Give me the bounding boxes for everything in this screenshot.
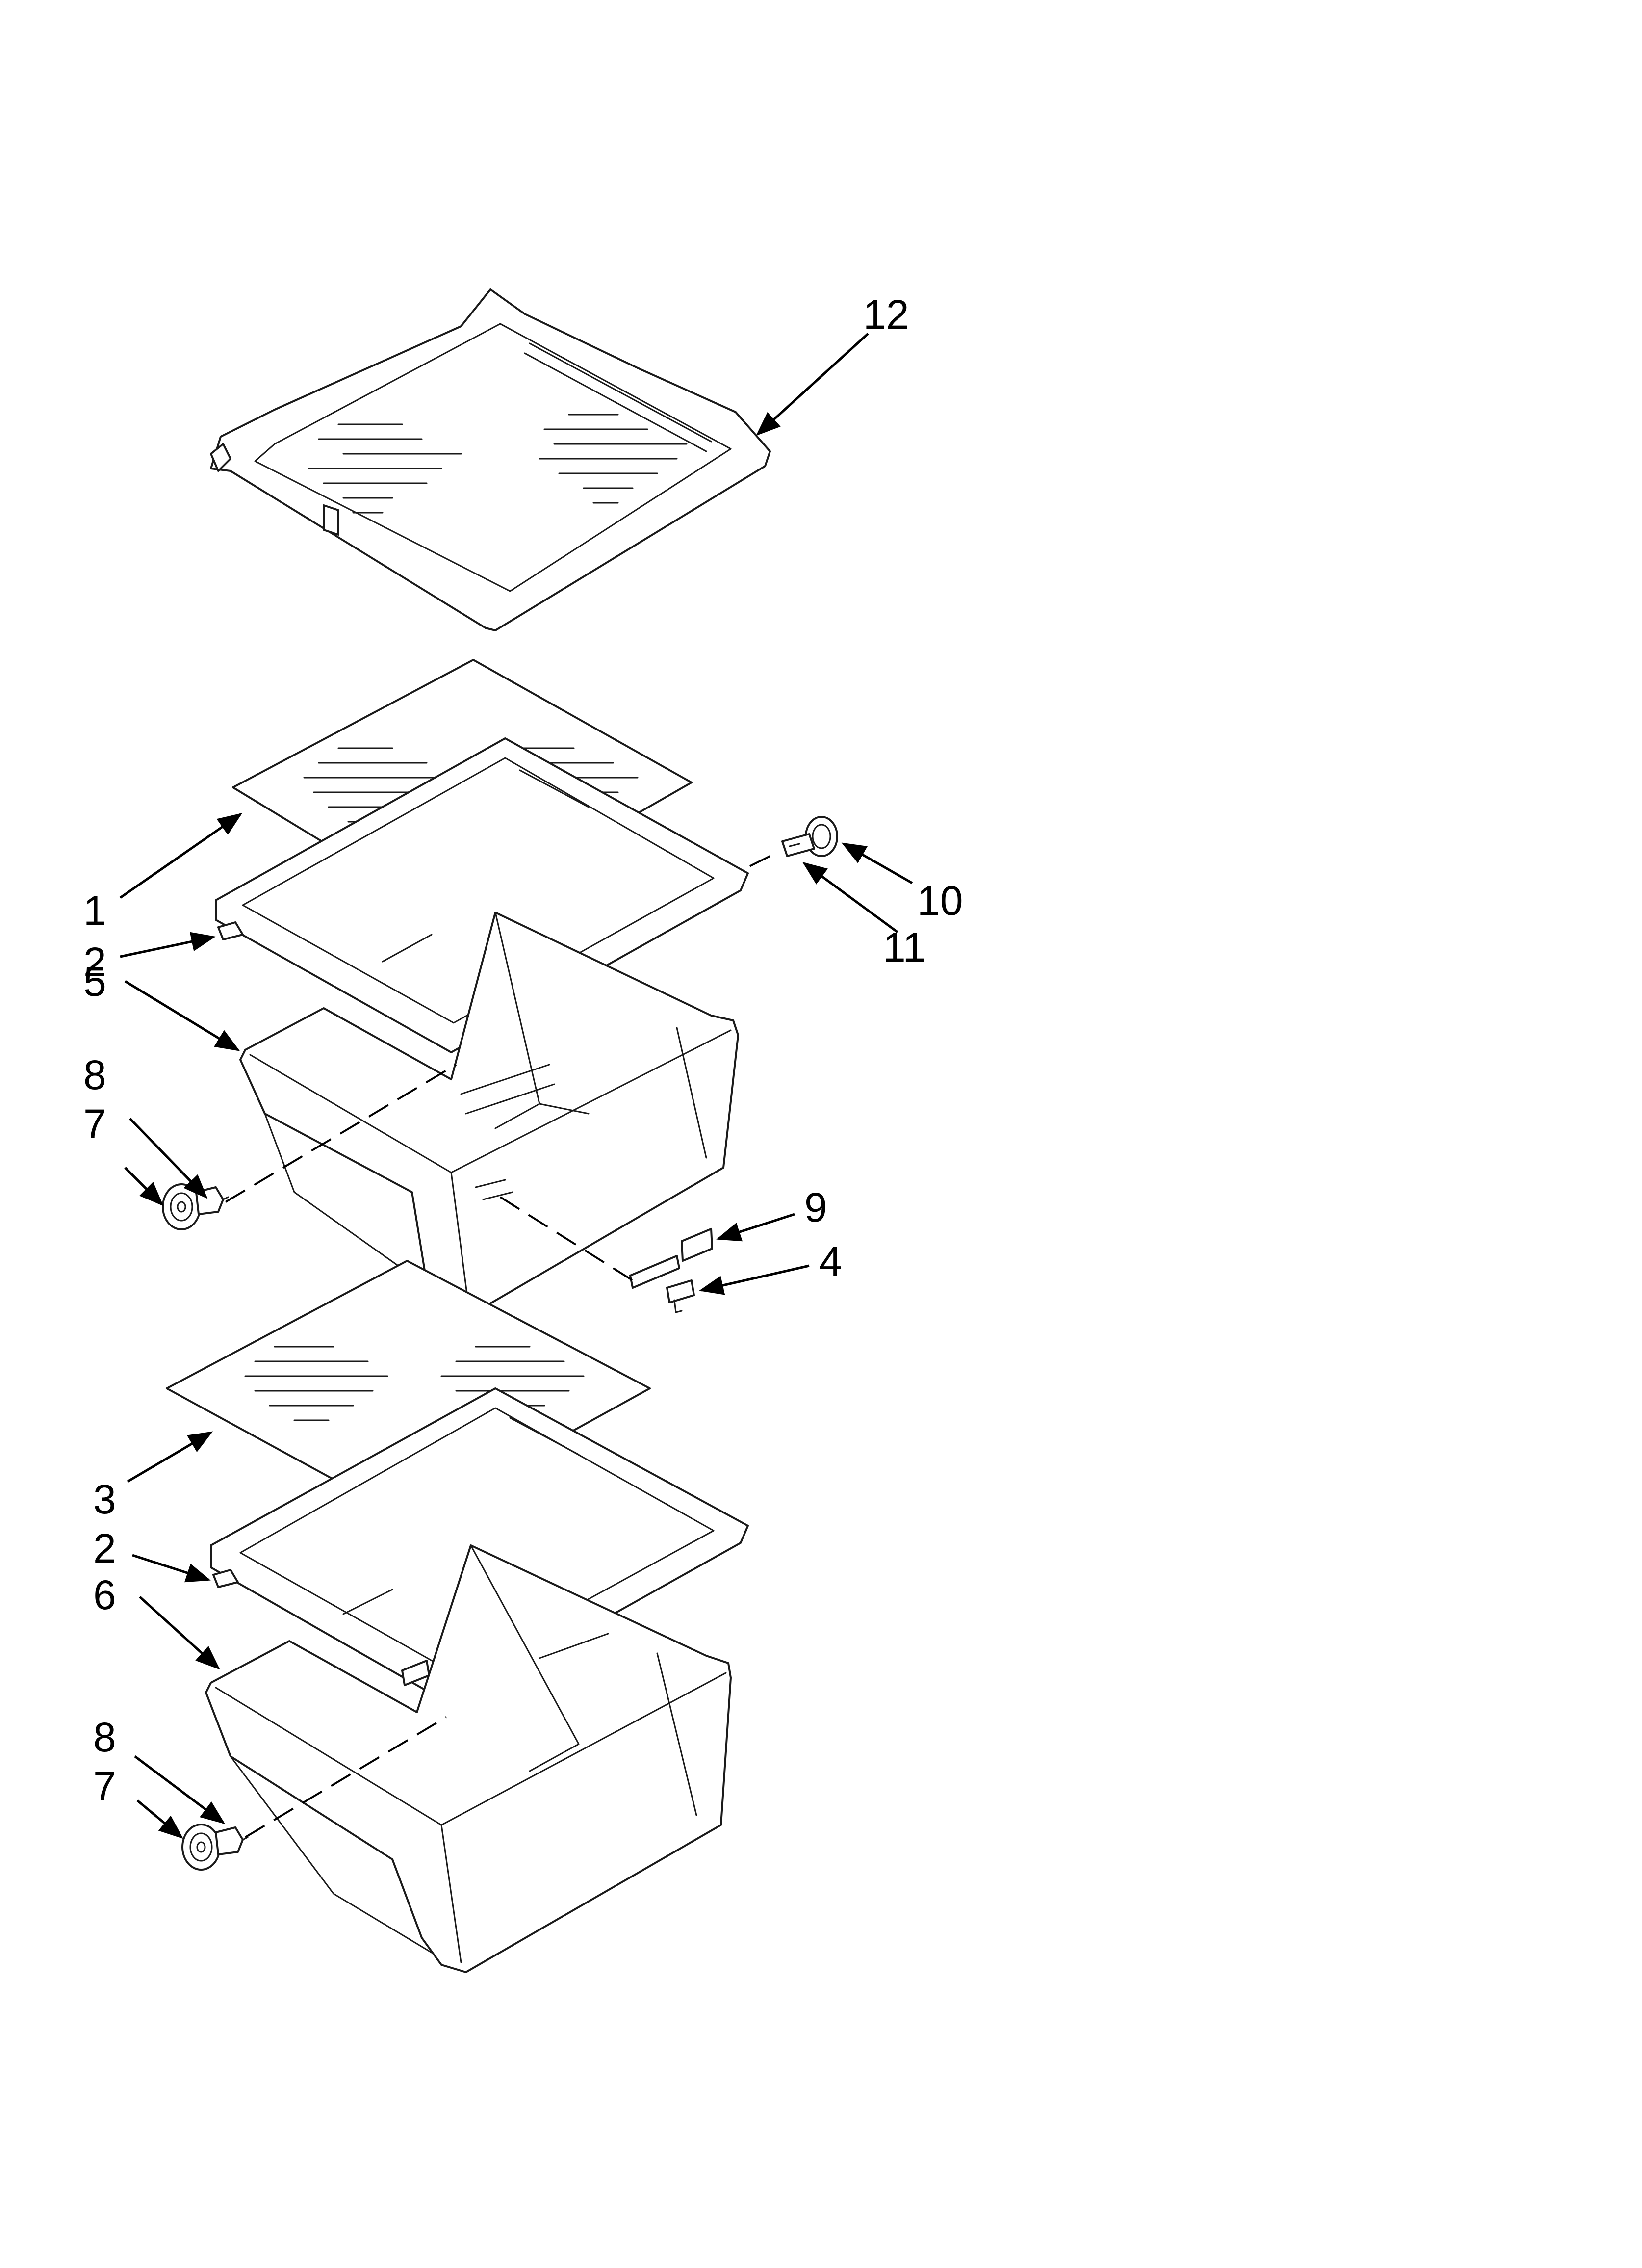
crisper-frame-2-upper bbox=[215, 737, 749, 1053]
leader-11 bbox=[802, 862, 898, 934]
callout-11: 11 bbox=[883, 924, 925, 970]
leader-7-upper bbox=[124, 1167, 164, 1206]
leader-8-lower bbox=[134, 1755, 225, 1824]
leader-9 bbox=[716, 1213, 795, 1242]
leader-arrows bbox=[119, 333, 913, 1839]
callout-12: 12 bbox=[863, 291, 909, 338]
glass-cover-3 bbox=[166, 1260, 651, 1522]
leader-10 bbox=[841, 842, 913, 885]
leader-2-upper bbox=[120, 932, 216, 958]
callout-2-lower: 2 bbox=[93, 1525, 116, 1571]
leader-4 bbox=[699, 1264, 810, 1295]
callout-3: 3 bbox=[93, 1476, 116, 1522]
crisper-drawer-5 bbox=[239, 912, 739, 1316]
roller-axle-8-lower bbox=[215, 1826, 249, 1855]
callout-2-upper: 2 bbox=[83, 939, 106, 985]
control-slide-9 bbox=[629, 1228, 713, 1289]
shelf-12 bbox=[210, 288, 771, 631]
leader-1 bbox=[119, 813, 243, 899]
shelf-12-glass-texture bbox=[308, 414, 688, 514]
callout-4: 4 bbox=[819, 1238, 842, 1284]
crisper-frame-2-lower bbox=[210, 1387, 749, 1706]
callout-6: 6 bbox=[93, 1572, 116, 1618]
callout-8-upper: 8 bbox=[83, 1052, 106, 1098]
humidity-control-4 bbox=[666, 1279, 695, 1313]
alignment-lines bbox=[225, 855, 770, 1838]
leader-8-upper bbox=[129, 1118, 208, 1199]
callout-8-lower: 8 bbox=[93, 1714, 116, 1760]
leader-12 bbox=[756, 333, 869, 436]
roller-wheel-7-lower bbox=[181, 1824, 221, 1871]
callout-7-lower: 7 bbox=[93, 1763, 116, 1809]
roller-wheel-7-upper bbox=[162, 1183, 201, 1230]
callout-5: 5 bbox=[83, 959, 106, 1005]
crisper-drawer-6 bbox=[205, 1544, 732, 1973]
leader-3 bbox=[127, 1431, 213, 1483]
clip-11 bbox=[781, 833, 815, 857]
callout-9: 9 bbox=[804, 1184, 827, 1230]
leader-6 bbox=[139, 1596, 220, 1670]
callout-7-upper: 7 bbox=[83, 1101, 106, 1147]
callout-1: 1 bbox=[83, 887, 106, 934]
callout-10: 10 bbox=[917, 878, 963, 924]
leader-5 bbox=[124, 980, 240, 1051]
leader-2-lower bbox=[132, 1554, 211, 1583]
leader-7-lower bbox=[136, 1799, 183, 1839]
callout-labels: 12 1 2 5 8 7 10 11 9 4 3 2 6 8 7 bbox=[83, 291, 963, 1809]
